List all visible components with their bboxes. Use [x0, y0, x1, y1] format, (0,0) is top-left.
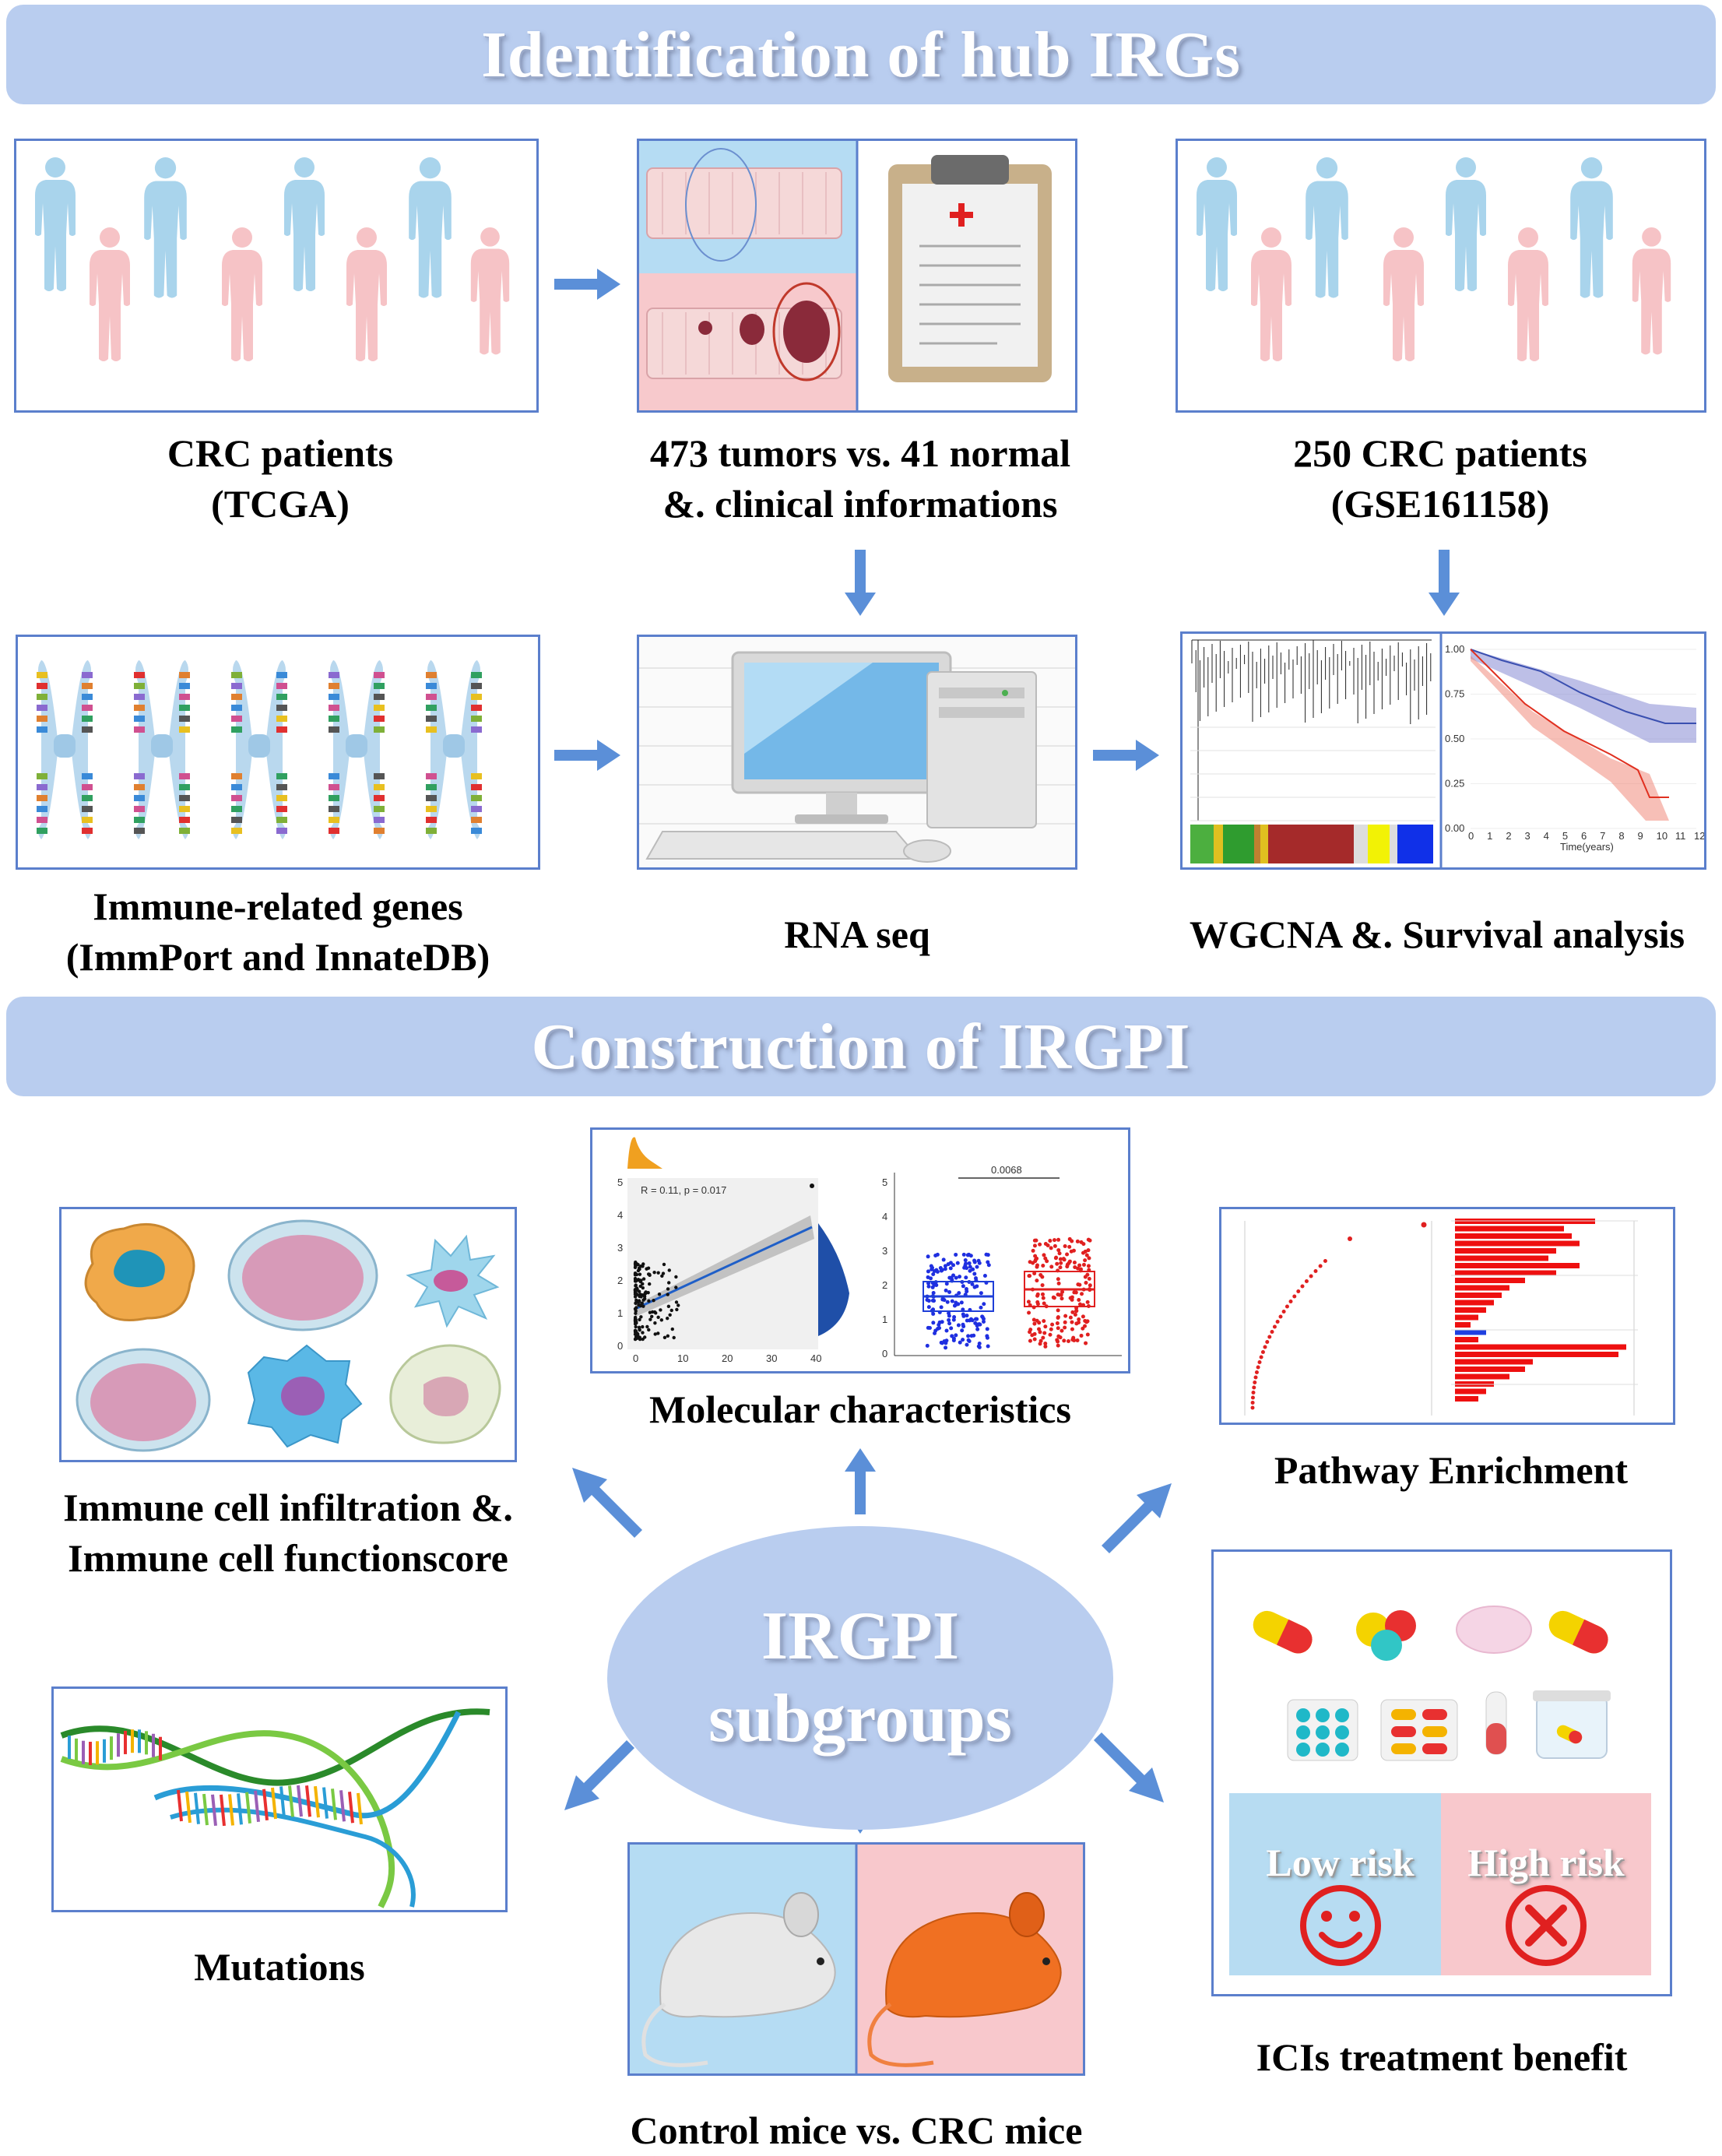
svg-text:1: 1	[1487, 830, 1492, 842]
svg-text:3: 3	[1525, 830, 1530, 842]
immune-cells-icon	[76, 1219, 501, 1452]
panel-computer	[637, 635, 1077, 870]
svg-text:40: 40	[810, 1352, 821, 1364]
low-risk-box: Low risk	[1229, 1793, 1451, 1975]
arrow-icon	[1102, 1483, 1172, 1553]
arrow-icon	[1093, 740, 1159, 771]
svg-text:30: 30	[766, 1352, 777, 1364]
high-risk-label: High risk	[1467, 1841, 1625, 1884]
banner-construction: Construction of IRGPI	[6, 997, 1716, 1096]
label-mutations: Mutations	[194, 1945, 365, 1989]
label-immune-genes: Immune-related genes (ImmPort and Innate…	[65, 885, 490, 979]
arrow-icon	[572, 1468, 642, 1538]
svg-text:0.75: 0.75	[1445, 688, 1464, 700]
wgcna-and-survival-plot: 1.000.750.500.250.000123456789101112Time…	[1183, 634, 1704, 867]
svg-text:5: 5	[882, 1176, 887, 1188]
label-gse-patients: 250 CRC patients (GSE161158)	[1293, 431, 1587, 526]
svg-text:2: 2	[1506, 830, 1511, 842]
center-line1: IRGPI	[761, 1599, 960, 1675]
svg-text:Time(years): Time(years)	[1560, 841, 1614, 853]
arrow-icon	[845, 550, 876, 616]
svg-text:5: 5	[1562, 830, 1568, 842]
panel-mice	[627, 1842, 1085, 2076]
drug-pills-icon	[1253, 1606, 1611, 1761]
label-molecular: Molecular characteristics	[649, 1388, 1071, 1431]
label-ici: ICIs treatment benefit	[1256, 2035, 1628, 2079]
svg-text:0.00: 0.00	[1445, 822, 1464, 834]
label-wgcna: WGCNA &. Survival analysis	[1189, 913, 1685, 956]
scatter-annotation: R = 0.11, p = 0.017	[641, 1184, 726, 1196]
mouse-icon	[630, 1845, 1083, 2073]
svg-text:0: 0	[617, 1340, 623, 1352]
arrow-icon	[845, 1448, 876, 1514]
dna-helix-icon	[60, 1708, 490, 1908]
panel-tumor-normal	[637, 139, 1077, 413]
banner-construction-title: Construction of IRGPI	[531, 1010, 1191, 1083]
svg-text:1: 1	[882, 1314, 887, 1325]
arrow-icon	[554, 740, 620, 771]
svg-text:1.00: 1.00	[1445, 643, 1464, 655]
high-risk-box: High risk	[1441, 1793, 1651, 1975]
panel-ici: Low risk High risk	[1211, 1549, 1672, 1996]
label-immune-cell: Immune cell infiltration &. Immune cell …	[63, 1486, 513, 1580]
panel-wgcna-survival: 1.000.750.500.250.000123456789101112Time…	[1180, 631, 1706, 870]
panel-pathway	[1219, 1207, 1675, 1425]
svg-text:0: 0	[633, 1352, 638, 1364]
low-risk-label: Low risk	[1266, 1841, 1414, 1884]
computer-icon	[639, 637, 1075, 867]
svg-text:10: 10	[1657, 830, 1668, 842]
svg-text:3: 3	[617, 1242, 623, 1254]
svg-text:0.25: 0.25	[1445, 778, 1464, 790]
smiley-face-icon	[1299, 1885, 1381, 1966]
arrow-icon	[1094, 1732, 1164, 1803]
panel-gse-patients	[1176, 139, 1706, 413]
svg-text:12: 12	[1694, 830, 1704, 842]
svg-text:4: 4	[1544, 830, 1549, 842]
label-rna-seq: RNA seq	[784, 913, 930, 956]
label-pathway: Pathway Enrichment	[1274, 1448, 1629, 1492]
enrichment-plot	[1244, 1219, 1638, 1416]
panel-chromosomes	[16, 635, 540, 870]
panel-mutations	[51, 1686, 508, 1912]
box-pvalue: 0.0068	[991, 1164, 1022, 1176]
svg-text:6: 6	[1581, 830, 1587, 842]
colon-and-clipboard-icon	[639, 141, 1052, 410]
svg-text:8: 8	[1618, 830, 1624, 842]
label-mice: Control mice vs. CRC mice	[630, 2109, 1083, 2152]
center-oval: IRGPI subgroups	[607, 1526, 1113, 1830]
svg-text:7: 7	[1600, 830, 1605, 842]
svg-text:2: 2	[882, 1279, 887, 1291]
svg-text:4: 4	[617, 1209, 623, 1221]
svg-text:4: 4	[882, 1211, 887, 1222]
svg-text:3: 3	[882, 1245, 887, 1257]
label-tumors: 473 tumors vs. 41 normal &. clinical inf…	[649, 431, 1071, 526]
svg-text:20: 20	[722, 1352, 733, 1364]
banner-identification: Identification of hub IRGs	[6, 5, 1716, 104]
svg-text:0.50: 0.50	[1445, 733, 1464, 744]
svg-text:2: 2	[617, 1275, 623, 1286]
center-line2: subgroups	[708, 1681, 1012, 1757]
label-crc-patients: CRC patients (TCGA)	[167, 431, 394, 526]
patient-figures-icon	[35, 157, 510, 361]
svg-text:10: 10	[677, 1352, 688, 1364]
svg-text:1: 1	[617, 1307, 623, 1319]
arrow-icon	[554, 269, 620, 300]
svg-text:5: 5	[617, 1176, 623, 1188]
svg-text:0: 0	[882, 1348, 887, 1359]
panel-immune-cells	[59, 1207, 517, 1462]
chromosome-icon	[37, 660, 482, 839]
panel-tcga-patients	[14, 139, 539, 413]
patient-figures-icon	[1197, 157, 1671, 361]
svg-text:0: 0	[1468, 830, 1474, 842]
arrow-icon	[1429, 550, 1460, 616]
cross-circle-icon	[1506, 1885, 1587, 1966]
banner-identification-title: Identification of hub IRGs	[481, 18, 1241, 91]
svg-text:11: 11	[1675, 830, 1686, 842]
arrow-icon	[564, 1740, 634, 1810]
svg-text:9: 9	[1638, 830, 1643, 842]
